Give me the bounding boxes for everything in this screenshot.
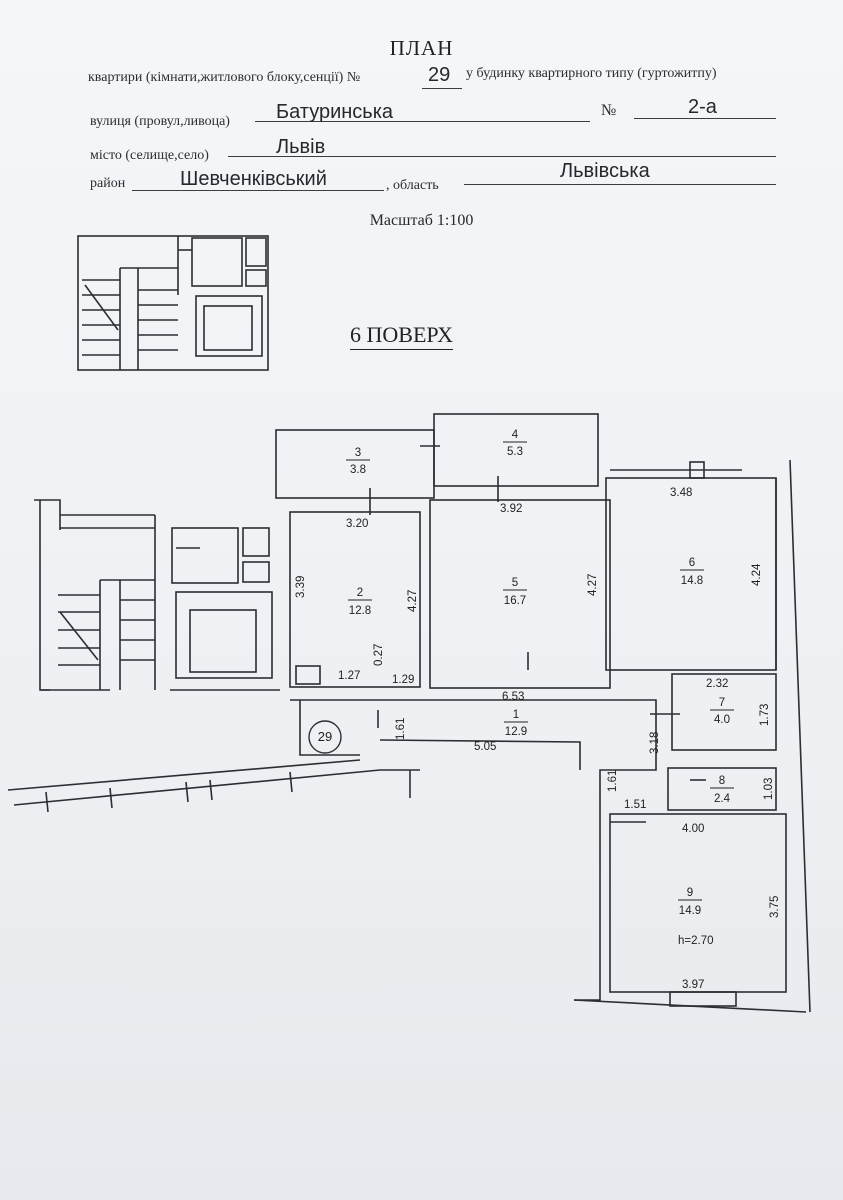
room-8-area: 2.4 [714,793,731,805]
dim-r1-bottom: 5.05 [474,741,496,753]
room-1-area: 12.9 [505,726,527,738]
underline [464,184,776,185]
room-5-area: 16.7 [504,595,526,607]
dim-r2-left: 3.39 [295,576,307,598]
dim-corr-bottom: 1.51 [624,799,646,811]
underline [228,156,776,157]
dim-r1-top: 6.53 [502,691,524,703]
ceiling-height: h=2.70 [678,935,714,947]
line1-label: квартири (кімнати,житлового блоку,сенції… [88,70,361,85]
floor-label: 6 ПОВЕРХ [350,322,453,350]
number-label: № [601,102,617,119]
dim-r7-right: 1.73 [759,704,771,726]
street-value: Батуринська [276,101,394,123]
room-3-area: 3.8 [350,464,366,476]
dim-r2-top: 3.20 [346,518,368,530]
underline [634,118,776,119]
dim-r5-right: 4.27 [587,574,599,596]
oblast-label: , область [386,178,439,193]
room-1-number: 1 [513,709,519,721]
room-2-number: 2 [357,587,363,599]
room-6-number: 6 [689,557,695,569]
street-label: вулиця (провул,ливоца) [90,114,230,129]
oblast-value: Львівська [560,160,650,182]
underline [422,88,462,89]
room-6-area: 14.8 [681,575,703,587]
room-7-number: 7 [719,697,725,709]
dim-r2-small: 0.27 [373,644,385,666]
dim-r5-top: 3.92 [500,503,522,515]
apartment-badge [308,720,342,754]
underline [255,121,590,122]
dim-r2-right: 4.27 [407,590,419,612]
dim-r6-top: 3.48 [670,487,692,499]
room-4-number: 4 [512,429,519,441]
dim-r8-right: 1.03 [763,778,775,800]
dim-r2-bottom: 1.27 [338,670,360,682]
key-plan [77,235,269,371]
underline [132,190,384,191]
dim-r6-right: 4.24 [751,563,763,586]
room-2-area: 12.8 [349,605,371,617]
room-8-number: 8 [719,775,725,787]
city-value: Львів [276,136,326,158]
plan-title: ПЛАН [389,36,454,60]
dim-corr-left: 1.61 [607,770,619,792]
house-number: 2-а [688,96,717,118]
apartment-badge-label: 29 [318,729,332,744]
dim-r9-top: 4.00 [682,823,704,835]
room-9-number: 9 [687,887,693,899]
dim-r7-top: 2.32 [706,678,728,690]
room-5-number: 5 [512,577,518,589]
scale-label: Масштаб 1:100 [369,212,474,229]
city-label: місто (селище,село) [90,148,209,163]
line1-suffix: у будинку квартирного типу (гуртожитпу) [466,66,717,81]
room-3-number: 3 [355,447,361,459]
district-value: Шевченківський [180,168,327,190]
dim-r9-right: 3.75 [769,896,781,918]
room-7-area: 4.0 [714,714,730,726]
dim-r7-left: 3.18 [649,732,661,754]
dim-door: 1.29 [392,674,414,686]
room-9-area: 14.9 [679,905,701,917]
dim-r1-left: 1.61 [395,718,407,740]
dim-r9-bottom: 3.97 [682,979,704,991]
district-label: район [90,176,126,191]
apartment-number: 29 [428,64,451,86]
stairwell [34,499,156,691]
room-4-area: 5.3 [507,446,523,458]
